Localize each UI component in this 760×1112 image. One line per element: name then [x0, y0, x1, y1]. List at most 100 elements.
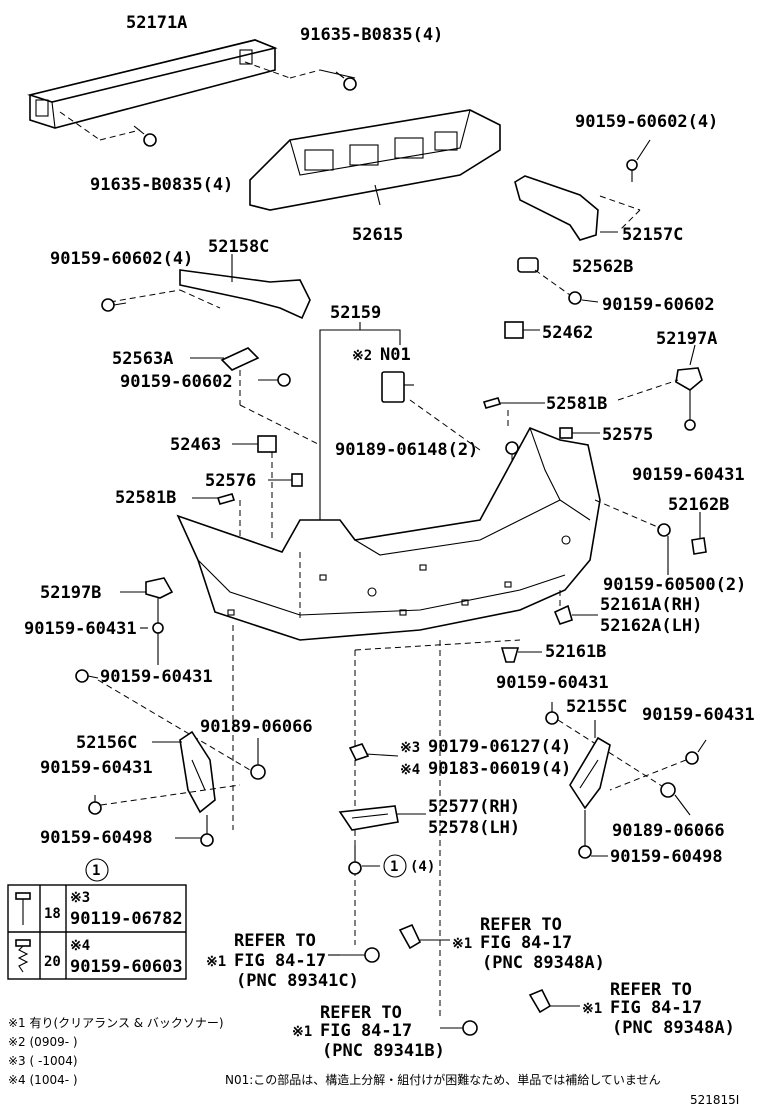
label-90159-60498-right: 90159-60498 [610, 847, 723, 867]
label-90159-60431-c: 90159-60431 [100, 667, 213, 687]
part-N01 [381, 371, 481, 451]
label-52615: 52615 [352, 225, 403, 245]
legend-row1-length: 18 [44, 906, 61, 922]
nut-90189-06066-left [250, 738, 266, 780]
legend-row2-length: 20 [44, 954, 61, 970]
label-90179-mark: ※3 [400, 740, 420, 756]
label-52171A: 52171A [126, 13, 187, 33]
part-52462 [504, 321, 540, 339]
label-52157C: 52157C [622, 225, 683, 245]
ref3-line3: (PNC 89341B) [322, 1041, 445, 1061]
label-52563A: 52563A [112, 349, 173, 369]
label-52161A: 52161A(RH) [600, 595, 702, 615]
label-52576: 52576 [205, 471, 256, 491]
bolt-90159-60431-e [545, 702, 666, 789]
bolt-90159-60602-4a [626, 139, 651, 182]
label-90189-06066-right: 90189-06066 [612, 821, 725, 841]
label-90159-60431-d: 90159-60431 [496, 673, 609, 693]
bolt-90159-60498-right [578, 810, 608, 859]
sensor-clip-89348A-right [528, 988, 580, 1014]
clip-52576 [268, 473, 303, 487]
sensor-clip-89348A-left [398, 923, 450, 950]
bolt-90159-60431-f [609, 739, 707, 791]
bracket-52563A [190, 347, 260, 371]
label-90159-60431-e: 90159-60431 [642, 705, 755, 725]
note-2: ※2 (0909- ) [8, 1035, 78, 1049]
label-52197A: 52197A [656, 329, 717, 349]
bolt-90159-60602-right [534, 269, 599, 305]
bolt-90159-60498-left [175, 815, 214, 847]
group-bracket-52159 [319, 322, 401, 520]
label-52562B: 52562B [572, 257, 633, 277]
bolt-90159-60431-d [88, 784, 241, 815]
label-52158C: 52158C [208, 237, 269, 257]
label-90183: 90183-06019(4) [428, 759, 571, 779]
note-4: ※4 (1004- ) [8, 1073, 78, 1087]
clip-52161B [500, 647, 542, 663]
legend-row2-mark: ※4 [70, 938, 90, 954]
label-52581B-left [192, 493, 241, 570]
bolt-90159-60602-4b [101, 298, 127, 312]
label-90159-60431-b: 90159-60431 [24, 619, 137, 639]
clip-52562B [517, 257, 539, 273]
label-91635-bottom: 91635-B0835(4) [90, 175, 233, 195]
label-52575: 52575 [602, 425, 653, 445]
screw-circle1: 1 [348, 845, 407, 878]
reflector-52577-52578 [338, 805, 426, 831]
ref4-line2: FIG 84-17 [610, 998, 702, 1018]
legend-circle-number: 1 [92, 863, 100, 879]
bolt-90159-60431-a [684, 390, 696, 431]
cap-52162B [691, 512, 707, 555]
ref4-line3: (PNC 89348A) [612, 1018, 735, 1038]
label-circle1-qty: (4) [410, 859, 435, 875]
note-1: ※1 有り(クリアランス & バックソナー) [8, 1016, 224, 1030]
label-52463: 52463 [170, 435, 221, 455]
svg-text:1: 1 [390, 859, 398, 875]
ref1-mark: ※1 [206, 954, 226, 970]
clip-52575 [559, 427, 600, 439]
reinforcement-bar-52171A [27, 39, 356, 141]
label-52581B-right: 52581B [546, 394, 607, 414]
label-90183-mark: ※4 [400, 762, 420, 778]
label-90159-60498-left: 90159-60498 [40, 828, 153, 848]
label-90159-60431-a: 90159-60431 [632, 465, 745, 485]
ref1-line1: REFER TO [234, 931, 316, 951]
bolt-91635-top [335, 71, 357, 91]
bolt-90159-60602-left [239, 370, 321, 446]
ref3-line2: FIG 84-17 [320, 1021, 412, 1041]
nut-90179-90183 [348, 743, 399, 761]
legend-row1-mark: ※3 [70, 890, 90, 906]
ref1-line3: (PNC 89341C) [236, 971, 359, 991]
label-90159-60602-right: 90159-60602 [602, 295, 715, 315]
label-52581B-left: 52581B [115, 488, 176, 508]
label-52581B-right [482, 397, 545, 430]
sensor-connector-89341C [328, 947, 380, 963]
figure-id: 521815I [690, 1093, 739, 1107]
ref2-line1: REFER TO [480, 915, 562, 935]
label-90159-60602-left: 90159-60602 [120, 372, 233, 392]
note-N01: N01:この部品は、構造上分解・組付けが困難なため、単品では補給していません [225, 1072, 661, 1087]
label-52161B: 52161B [545, 642, 606, 662]
absorber-52615 [249, 109, 501, 211]
label-90159-60431-f: 90159-60431 [40, 758, 153, 778]
label-52162A: 52162A(LH) [600, 616, 702, 636]
label-52162B: 52162B [668, 495, 729, 515]
screw-90159-60500 [594, 499, 671, 575]
clip-52197B [120, 577, 174, 599]
bracket-52156C [152, 730, 216, 814]
sensor-connector-89341B [440, 1020, 478, 1036]
nut-90189-06066-right [660, 782, 691, 816]
note-3: ※3 ( -1004) [8, 1054, 78, 1068]
ref2-line3: (PNC 89348A) [482, 953, 605, 973]
part-52463 [232, 435, 277, 540]
ref1-line2: FIG 84-17 [234, 951, 326, 971]
label-90159-60602-4b: 90159-60602(4) [50, 249, 193, 269]
bolt-90159-60431-b [140, 598, 164, 665]
label-90179: 90179-06127(4) [428, 737, 571, 757]
bumper-cover [176, 426, 601, 641]
label-N01: N01 [380, 345, 411, 365]
cap-52161A-52162A [553, 604, 598, 625]
label-90189-06148: 90189-06148(2) [335, 440, 478, 460]
